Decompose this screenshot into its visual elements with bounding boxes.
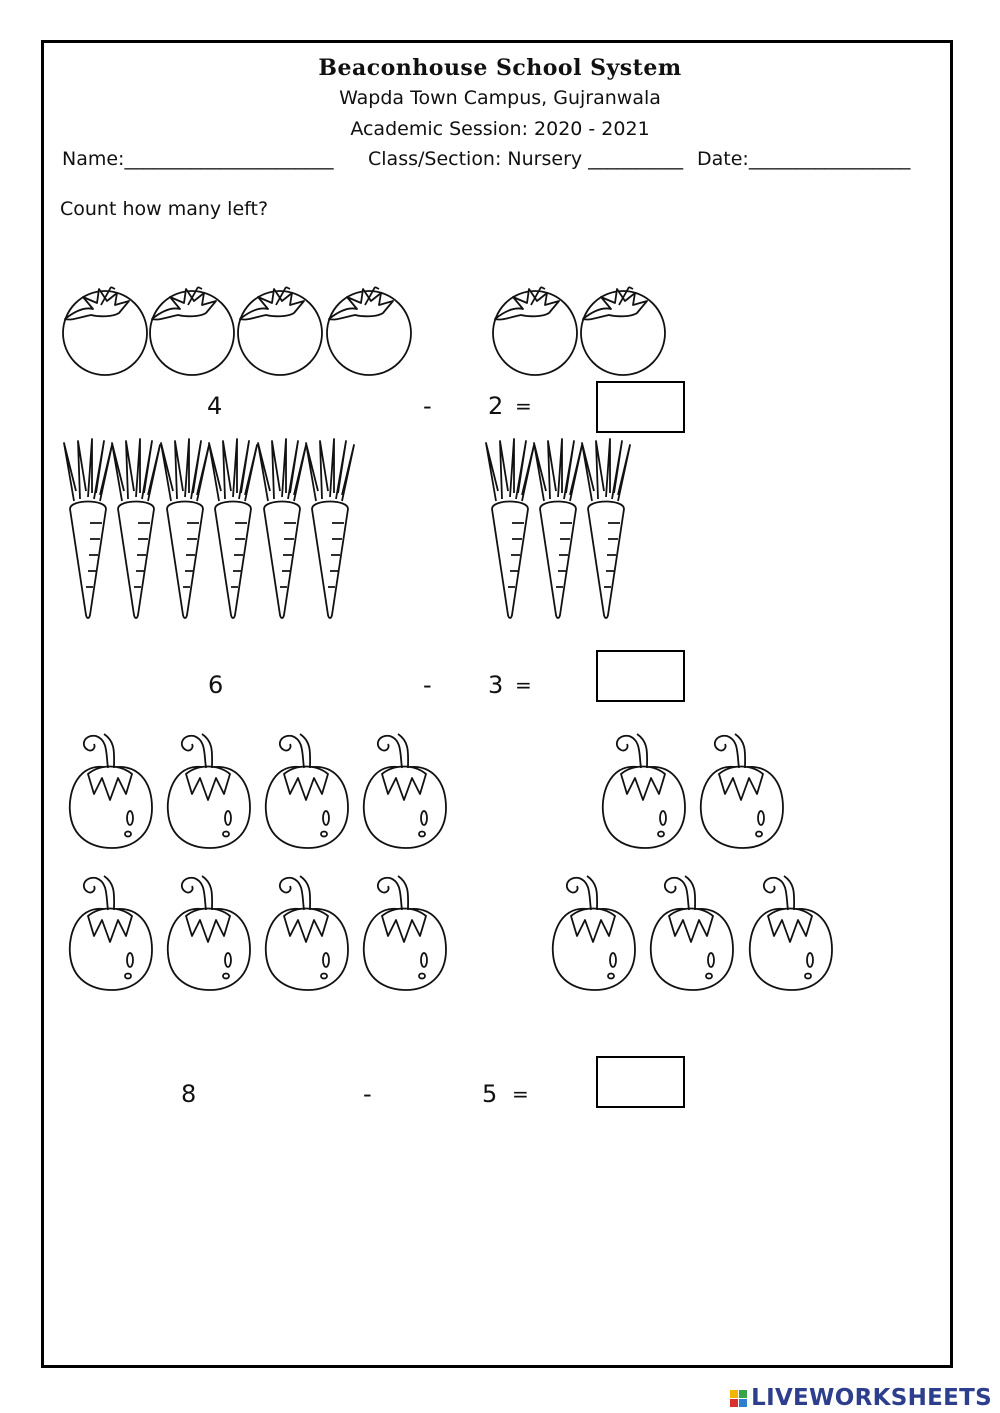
problem-3-minuend: 8 xyxy=(181,1080,197,1108)
tomato-icon xyxy=(149,286,235,376)
carrot-icon xyxy=(581,438,631,619)
eggplant-icon xyxy=(601,733,686,849)
eggplant-icon xyxy=(699,733,784,849)
problem-3-equals: = xyxy=(512,1082,529,1106)
carrot-icon xyxy=(111,438,161,619)
carrot-icon xyxy=(208,438,258,619)
brand-name: LIVEWORKSHEETS xyxy=(751,1385,992,1411)
liveworksheets-logo: LIVEWORKSHEETS xyxy=(730,1385,992,1411)
eggplant-icon xyxy=(68,733,153,849)
carrot-icon xyxy=(257,438,307,619)
eggplant-icon xyxy=(362,733,447,849)
problem-2-equals: = xyxy=(515,673,532,697)
problem-2-minuend: 6 xyxy=(208,671,224,699)
campus-name: Wapda Town Campus, Gujranwala xyxy=(339,87,661,109)
problem-1-minuend: 4 xyxy=(207,392,223,420)
tomato-icon xyxy=(492,286,578,376)
problem-2-subtrahend: 3 xyxy=(488,671,504,699)
eggplant-icon xyxy=(649,875,734,991)
answer-box-3[interactable] xyxy=(596,1056,685,1108)
carrot-icon xyxy=(533,438,583,619)
answer-box-1[interactable] xyxy=(596,381,685,433)
class-section-field[interactable]: Class/Section: Nursery __________ xyxy=(368,148,684,170)
problem-3-minus: - xyxy=(363,1080,372,1108)
problem-3-subtrahend: 5 xyxy=(482,1080,498,1108)
eggplant-icon xyxy=(68,875,153,991)
date-field[interactable]: Date:_________________ xyxy=(697,148,911,170)
eggplant-icon xyxy=(166,875,251,991)
eggplant-icon xyxy=(551,875,636,991)
logo-tiles-icon xyxy=(730,1389,748,1407)
problem-2-minus: - xyxy=(423,671,432,699)
academic-session: Academic Session: 2020 - 2021 xyxy=(350,118,650,140)
tomato-icon xyxy=(237,286,323,376)
tomato-icon xyxy=(326,286,412,376)
instruction-text: Count how many left? xyxy=(60,198,269,220)
worksheet-border xyxy=(41,40,953,1368)
carrot-icon xyxy=(305,438,355,619)
carrot-icon xyxy=(485,438,535,619)
name-field[interactable]: Name:______________________ xyxy=(62,148,334,170)
eggplant-icon xyxy=(748,875,833,991)
tomato-icon xyxy=(580,286,666,376)
carrot-icon xyxy=(160,438,210,619)
school-name: Beaconhouse School System xyxy=(318,55,682,81)
problem-1-minus: - xyxy=(423,392,432,420)
eggplant-icon xyxy=(362,875,447,991)
eggplant-icon xyxy=(264,733,349,849)
problem-1-subtrahend: 2 xyxy=(488,392,504,420)
answer-box-2[interactable] xyxy=(596,650,685,702)
tomato-icon xyxy=(62,286,148,376)
carrot-icon xyxy=(63,438,113,619)
eggplant-icon xyxy=(264,875,349,991)
problem-1-equals: = xyxy=(515,394,532,418)
eggplant-icon xyxy=(166,733,251,849)
